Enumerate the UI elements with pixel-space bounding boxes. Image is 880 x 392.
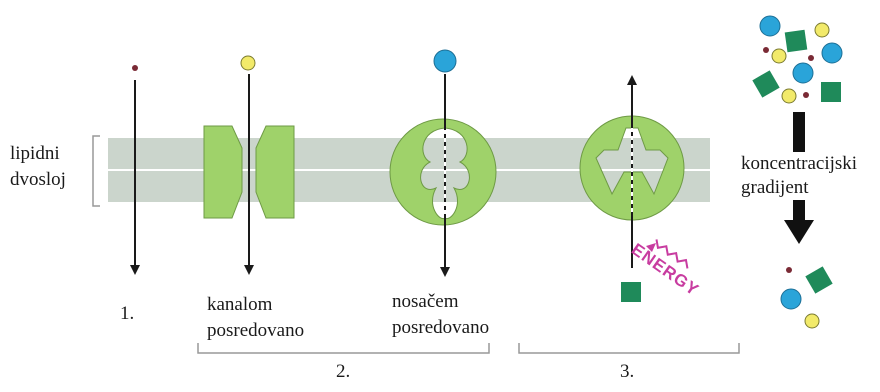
- carrier-label-line2: posredovano: [392, 317, 490, 338]
- gradient-label-line1: koncentracijski: [741, 153, 858, 174]
- group-bracket-3: [518, 343, 740, 354]
- green-square-icon: [621, 282, 641, 302]
- group-3-label: 3.: [620, 361, 635, 382]
- high-concentration-cluster: [752, 15, 843, 104]
- concentration-gradient: [752, 15, 843, 329]
- step-1-label: 1.: [120, 303, 135, 324]
- energy-arrowhead-icon: [646, 243, 656, 252]
- channel-protein-right: [255, 125, 295, 219]
- channel-label-line1: kanalom: [207, 294, 273, 315]
- gradient-arrowhead-icon: [784, 220, 814, 244]
- low-concentration-cluster: [780, 266, 833, 329]
- simple-diffusion: [130, 65, 140, 275]
- active-transport: [579, 75, 689, 302]
- membrane-label-line2: dvosloj: [10, 169, 66, 190]
- channel-protein-left: [203, 125, 243, 219]
- group-bracket-2: [197, 343, 490, 354]
- channel-label-line2: posredovano: [207, 320, 305, 341]
- carrier-transport: [389, 49, 497, 277]
- gradient-arrow-shaft-lower: [793, 200, 805, 222]
- energy-squiggle-icon: [655, 239, 689, 269]
- membrane-label-line1: lipidni: [10, 143, 60, 164]
- yellow-molecule-icon: [240, 55, 256, 71]
- pump-protein: [579, 115, 685, 221]
- gradient-arrow-shaft: [793, 112, 805, 152]
- small-molecule-icon: [132, 65, 138, 71]
- channel-transport: [203, 55, 295, 275]
- membrane-bracket: [92, 135, 100, 207]
- blue-molecule-icon: [433, 49, 457, 73]
- carrier-label-line1: nosačem: [392, 291, 459, 312]
- group-2-label: 2.: [336, 361, 351, 382]
- gradient-label-line2: gradijent: [741, 177, 809, 198]
